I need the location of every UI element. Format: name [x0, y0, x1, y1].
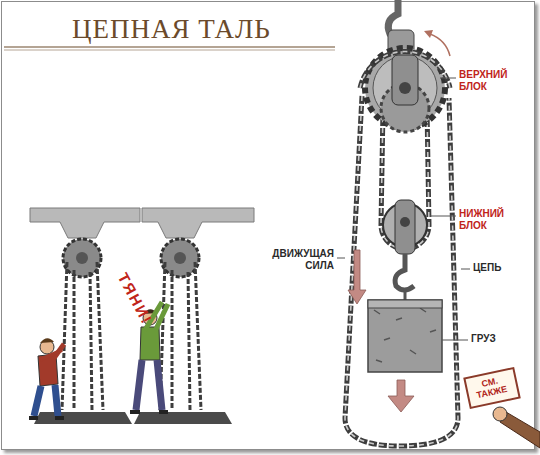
hanging-chain	[62, 262, 201, 410]
shout-text: ТЯНИ!	[111, 264, 160, 334]
part-label: ГРУЗ	[471, 333, 521, 345]
part-label: ДВИЖУЩАЯ СИЛА	[248, 248, 334, 272]
ceiling-beam	[30, 208, 254, 238]
lower-pulley	[383, 200, 427, 302]
chain	[360, 52, 450, 88]
rotation-arrow	[424, 30, 433, 38]
rotation-arrow	[430, 34, 450, 56]
worker-figure	[29, 338, 64, 418]
load-block	[368, 300, 442, 372]
part-label: ВЕРХНИЙ БЛОК	[459, 69, 529, 93]
part-label: ЦЕПЬ	[473, 262, 523, 274]
small-hoist-wheel	[63, 239, 199, 277]
title-rule	[4, 46, 335, 47]
part-label: НИЖНИЙ БЛОК	[459, 208, 529, 232]
leader-line	[337, 78, 470, 340]
arm-holding-sign	[493, 407, 540, 448]
see-also-sign: СМ. ТАКЖЕ	[463, 367, 521, 409]
diagram-title: ЦЕПНАЯ ТАЛЬ	[72, 14, 271, 45]
force-arrow	[348, 250, 414, 412]
sign-text: СМ. ТАКЖЕ	[469, 373, 512, 402]
chain	[345, 96, 458, 446]
title-rule	[4, 50, 335, 51]
